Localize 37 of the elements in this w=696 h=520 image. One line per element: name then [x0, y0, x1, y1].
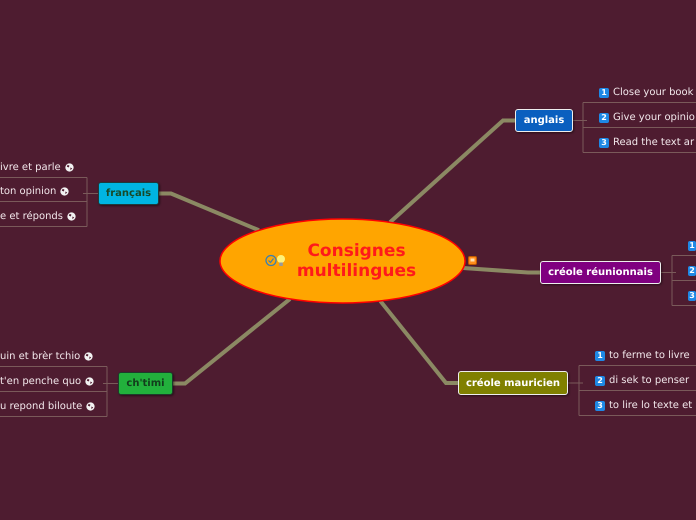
- subtopic-text: t'en penche quo: [0, 376, 82, 387]
- number-badge: 1: [595, 350, 605, 360]
- subtopic-text: Read the text ar: [613, 137, 694, 148]
- subtopic-text: uin et brèr tchio: [0, 351, 80, 362]
- number-badge: 1: [599, 88, 609, 98]
- branch-connector: [159, 192, 260, 232]
- subtopic-text: Give your opinio: [613, 112, 695, 123]
- subtopic-text: Close your book: [613, 87, 694, 98]
- subtopic-text: di sek to penser: [609, 375, 690, 386]
- branch-connector: [388, 118, 515, 224]
- connector-line: [572, 120, 584, 153]
- connector-line: [660, 272, 672, 306]
- branch-topic: ch'timi: [118, 372, 173, 395]
- subtopic-text: ton opinion: [0, 186, 56, 197]
- number-badge: 3: [688, 290, 696, 300]
- branch-topic: français: [98, 182, 159, 205]
- branch-topic: créole mauricien: [458, 371, 568, 395]
- central-topic-title: Consignes multilingues: [296, 241, 418, 281]
- number-badge: 1: [688, 240, 696, 250]
- branch-topic: anglais: [515, 109, 573, 132]
- branch-connector: [378, 300, 458, 385]
- number-badge: 2: [599, 112, 609, 122]
- branch-connector: [463, 266, 540, 274]
- subtopic-text: e et réponds: [0, 211, 63, 222]
- branch-connector: [173, 297, 292, 386]
- subtopic-text: ivre et parle: [0, 162, 61, 173]
- connector-line: [86, 193, 98, 227]
- connector-line: [568, 382, 580, 416]
- subtopic-text: to lire lo texte et: [609, 400, 692, 411]
- subtopic-text: to ferme to livre: [609, 350, 690, 361]
- connector-line: [106, 383, 118, 417]
- number-badge: 3: [599, 138, 609, 148]
- number-badge: 3: [595, 400, 605, 410]
- number-badge: 2: [595, 376, 605, 386]
- branch-topic: créole réunionnais: [540, 261, 661, 284]
- number-badge: 2: [688, 266, 696, 276]
- subtopic-text: u repond biloute: [0, 401, 82, 412]
